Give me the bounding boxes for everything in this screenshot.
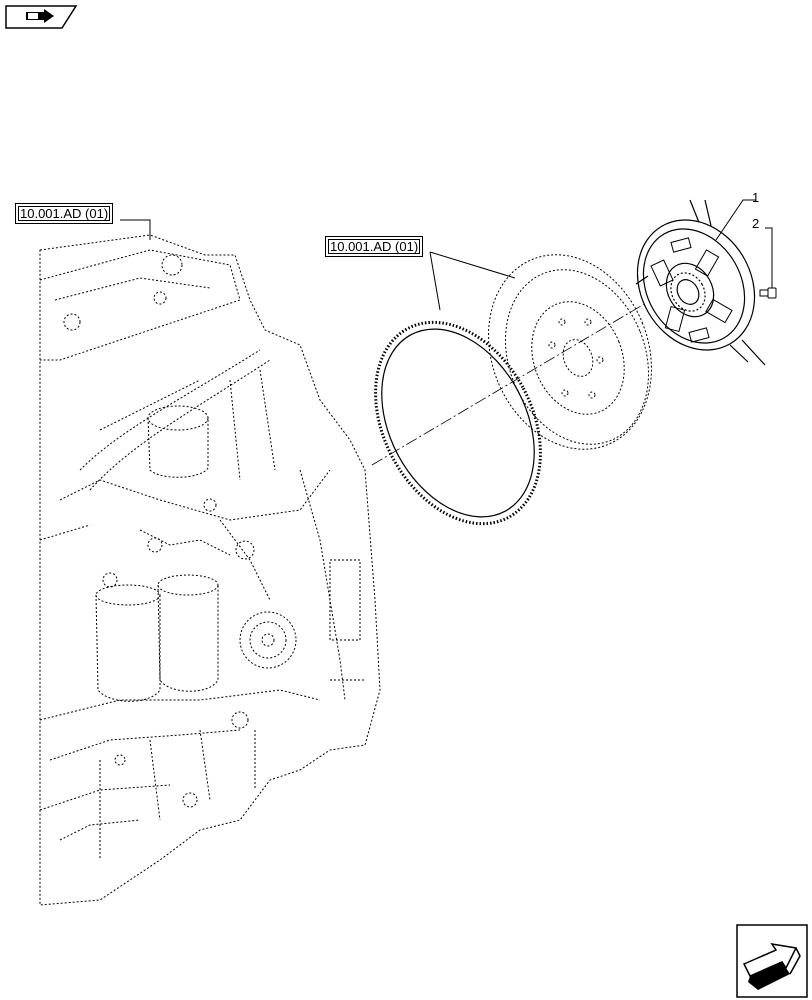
callout-item-2: 2: [752, 216, 760, 231]
damper-springs: [650, 237, 733, 343]
flywheel: [488, 254, 652, 450]
centre-axis-line: [371, 289, 669, 466]
engine-assembly: [39, 234, 381, 906]
leader-lines: [120, 199, 773, 311]
clutch-disc: [635, 199, 766, 366]
bolt: [759, 287, 777, 299]
ring-gear: [374, 320, 542, 526]
engine-reference-label[interactable]: 10.001.AD (01): [15, 203, 114, 224]
callout-item-1: 1: [752, 190, 760, 205]
flywheel-reference-label[interactable]: 10.001.AD (01): [325, 236, 424, 257]
book-arrow-icon[interactable]: [4, 4, 78, 30]
next-page-arrow-icon[interactable]: [736, 924, 808, 998]
